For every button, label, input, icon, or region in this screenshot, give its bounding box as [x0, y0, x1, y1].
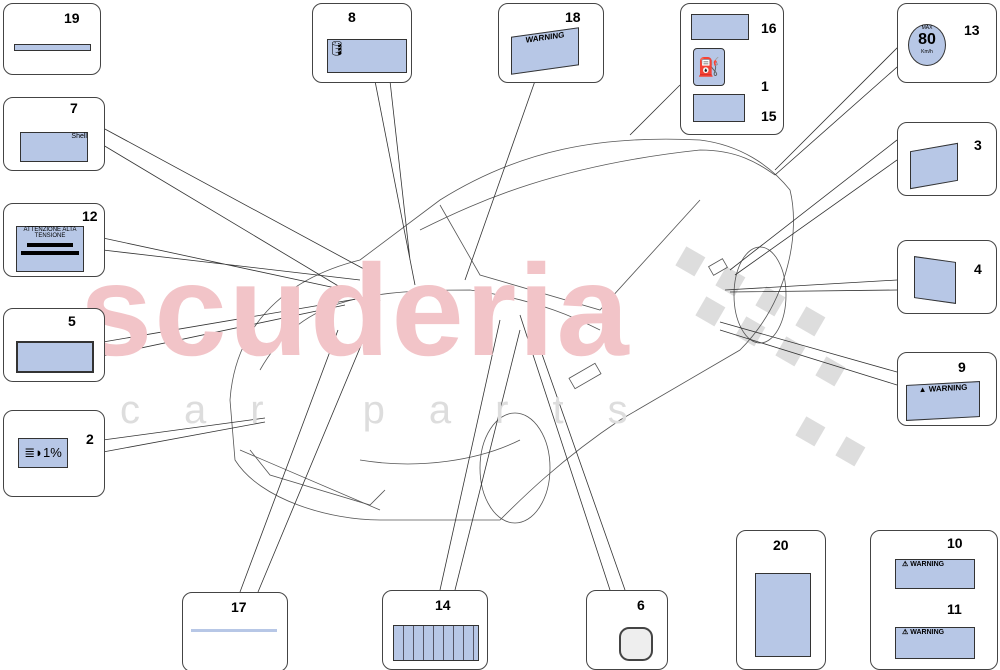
part-number: 12	[82, 208, 98, 224]
strip-label	[14, 44, 91, 51]
car-outline	[229, 138, 794, 524]
label-15	[693, 94, 745, 122]
part-number: 18	[565, 9, 581, 25]
callout-box-17[interactable]: 17	[182, 592, 288, 670]
warning-label-10: ⚠ WARNING	[895, 559, 975, 589]
speed-value: 80	[918, 31, 936, 48]
headlamp-percent: 1%	[42, 445, 62, 460]
part-number: 9	[958, 359, 966, 375]
part-number: 4	[974, 261, 982, 277]
max-text: MAX	[921, 25, 933, 31]
part-number: 11	[947, 601, 962, 617]
part-number: 2	[86, 431, 94, 447]
warning-label: WARNING	[511, 27, 579, 75]
info-label	[910, 142, 958, 190]
checkered-flag	[675, 246, 866, 467]
part-number: 1	[761, 78, 769, 94]
callout-box-19[interactable]: 19	[3, 3, 101, 75]
part-number: 5	[68, 313, 76, 329]
headlamp-icon: ≣◗	[24, 445, 43, 460]
part-number: 17	[231, 599, 247, 615]
callout-box-14[interactable]: 14	[382, 590, 488, 670]
table-label	[393, 625, 479, 661]
part-number: 7	[70, 100, 78, 116]
tyre-label	[914, 256, 956, 304]
callout-box-8[interactable]: 8 🛢	[312, 3, 412, 83]
oil-label: Shell	[20, 132, 88, 162]
high-voltage-label: ATTENZIONE ALTA TENSIONE	[16, 226, 84, 272]
part-number: 8	[348, 9, 356, 25]
part-number: 3	[974, 137, 982, 153]
part-number: 6	[637, 597, 645, 613]
sticker-icon	[619, 627, 653, 661]
watermark-subtitle: car parts	[120, 388, 672, 432]
warning-label: ▲ WARNING	[906, 381, 980, 421]
part-number: 15	[761, 108, 777, 124]
callout-box-16-1-15[interactable]: 16 ⛽ 1 15	[680, 3, 784, 135]
part-number: 19	[64, 10, 80, 26]
callout-box-18[interactable]: 18 WARNING	[498, 3, 604, 83]
attenzione-text: ATTENZIONE ALTA TENSIONE	[23, 227, 77, 239]
headlamp-label: ≣◗1%	[18, 438, 68, 468]
warning-text: WARNING	[928, 382, 968, 394]
callout-box-12[interactable]: 12 ATTENZIONE ALTA TENSIONE	[3, 203, 105, 277]
callout-box-7[interactable]: 7 Shell	[3, 97, 105, 171]
warning-text: WARNING	[910, 629, 945, 636]
unit-text: Km/h	[921, 49, 933, 55]
part-number: 13	[964, 22, 980, 38]
fuel-pump-icon: ⛽	[693, 48, 725, 86]
leader-lines	[102, 39, 906, 593]
callout-box-9[interactable]: 9 ▲ WARNING	[897, 352, 997, 426]
callout-box-10-11[interactable]: 10 ⚠ WARNING 11 ⚠ WARNING	[870, 530, 998, 670]
part-number: 20	[773, 537, 789, 553]
watermark-brand: scuderia	[80, 237, 631, 383]
manual-label	[755, 573, 811, 657]
warning-text: WARNING	[910, 561, 945, 568]
callout-box-20[interactable]: 20	[736, 530, 826, 670]
part-number: 10	[947, 535, 963, 551]
callout-box-2[interactable]: 2 ≣◗1%	[3, 410, 105, 497]
callout-box-6[interactable]: 6	[586, 590, 668, 670]
label-16	[691, 14, 749, 40]
part-number: 16	[761, 20, 777, 36]
callout-box-4[interactable]: 4	[897, 240, 997, 314]
coolant-icon: 🛢	[328, 40, 346, 56]
lines-label	[16, 341, 94, 373]
coolant-label: 🛢	[327, 39, 407, 73]
callout-box-5[interactable]: 5	[3, 308, 105, 382]
part-number: 14	[435, 597, 451, 613]
callout-box-3[interactable]: 3	[897, 122, 997, 196]
warning-label-11: ⚠ WARNING	[895, 627, 975, 659]
lines-label	[191, 629, 277, 662]
shell-text: Shell	[71, 133, 87, 140]
